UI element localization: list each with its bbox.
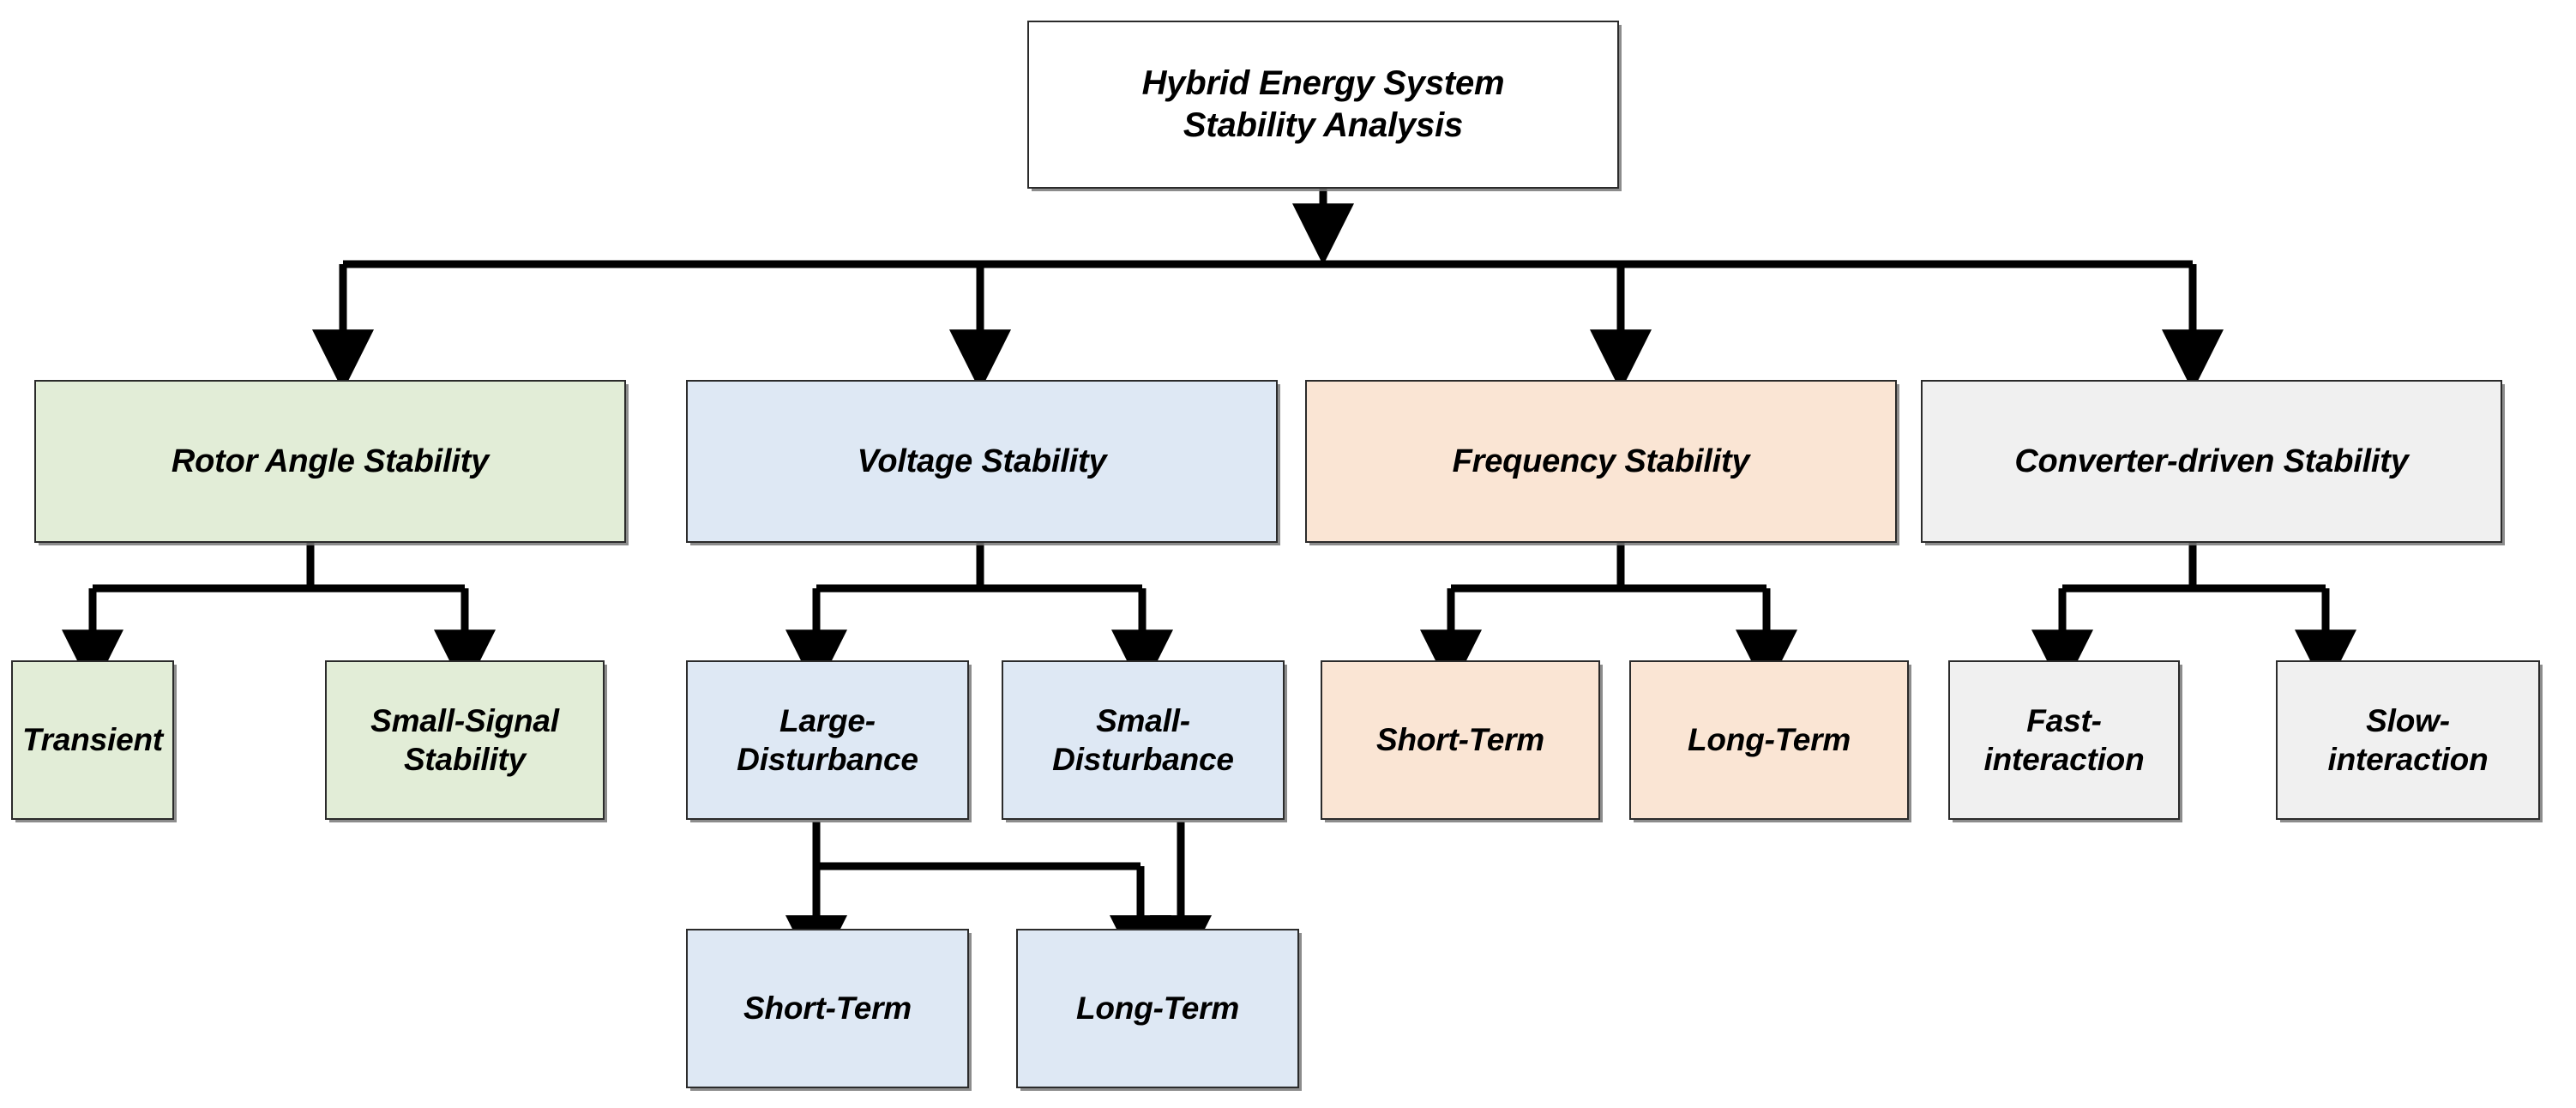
- edge-rotor-angle-children: [62, 542, 496, 692]
- node-frequency-short-term-label: Short-Term: [1375, 722, 1545, 758]
- node-voltage-stability[interactable]: Voltage Stability: [686, 380, 1278, 543]
- node-small-disturbance-label: Small- Disturbance: [1052, 702, 1234, 777]
- node-frequency-stability-label: Frequency Stability: [1452, 443, 1750, 479]
- node-voltage-short-term[interactable]: Short-Term: [686, 929, 969, 1088]
- node-converter-driven-stability-label: Converter-driven Stability: [2014, 443, 2409, 479]
- edge-converter-children: [2031, 542, 2356, 692]
- edge-voltage-children: [785, 542, 1173, 692]
- node-fast-interaction-label: Fast- interaction: [1983, 702, 2145, 777]
- node-rotor-angle-stability-label: Rotor Angle Stability: [171, 443, 490, 479]
- node-frequency-short-term[interactable]: Short-Term: [1321, 660, 1600, 820]
- node-frequency-long-term-label: Long-Term: [1687, 722, 1851, 758]
- node-rotor-angle-stability[interactable]: Rotor Angle Stability: [34, 380, 626, 543]
- node-small-signal-stability-label: Small-Signal Stability: [370, 702, 559, 777]
- edge-frequency-children: [1420, 542, 1797, 692]
- node-frequency-stability[interactable]: Frequency Stability: [1305, 380, 1897, 543]
- edge-main-bus: [312, 260, 2224, 392]
- node-large-disturbance-label: Large- Disturbance: [737, 702, 918, 777]
- node-voltage-stability-label: Voltage Stability: [857, 443, 1107, 479]
- node-transient[interactable]: Transient: [11, 660, 174, 820]
- node-root-label: Hybrid Energy System Stability Analysis: [1141, 64, 1505, 144]
- node-frequency-long-term[interactable]: Long-Term: [1629, 660, 1909, 820]
- node-small-disturbance[interactable]: Small- Disturbance: [1002, 660, 1285, 820]
- node-root[interactable]: Hybrid Energy System Stability Analysis: [1027, 21, 1619, 189]
- node-voltage-long-term[interactable]: Long-Term: [1016, 929, 1299, 1088]
- node-slow-interaction-label: Slow- interaction: [2327, 702, 2489, 777]
- node-voltage-long-term-label: Long-Term: [1075, 991, 1240, 1027]
- node-large-disturbance[interactable]: Large- Disturbance: [686, 660, 969, 820]
- node-converter-driven-stability[interactable]: Converter-driven Stability: [1921, 380, 2502, 543]
- node-fast-interaction[interactable]: Fast- interaction: [1948, 660, 2180, 820]
- edge-large-disturbance-children: [785, 822, 1171, 978]
- node-slow-interaction[interactable]: Slow- interaction: [2276, 660, 2540, 820]
- node-small-signal-stability[interactable]: Small-Signal Stability: [325, 660, 605, 820]
- node-voltage-short-term-label: Short-Term: [743, 991, 912, 1027]
- node-transient-label: Transient: [21, 722, 164, 758]
